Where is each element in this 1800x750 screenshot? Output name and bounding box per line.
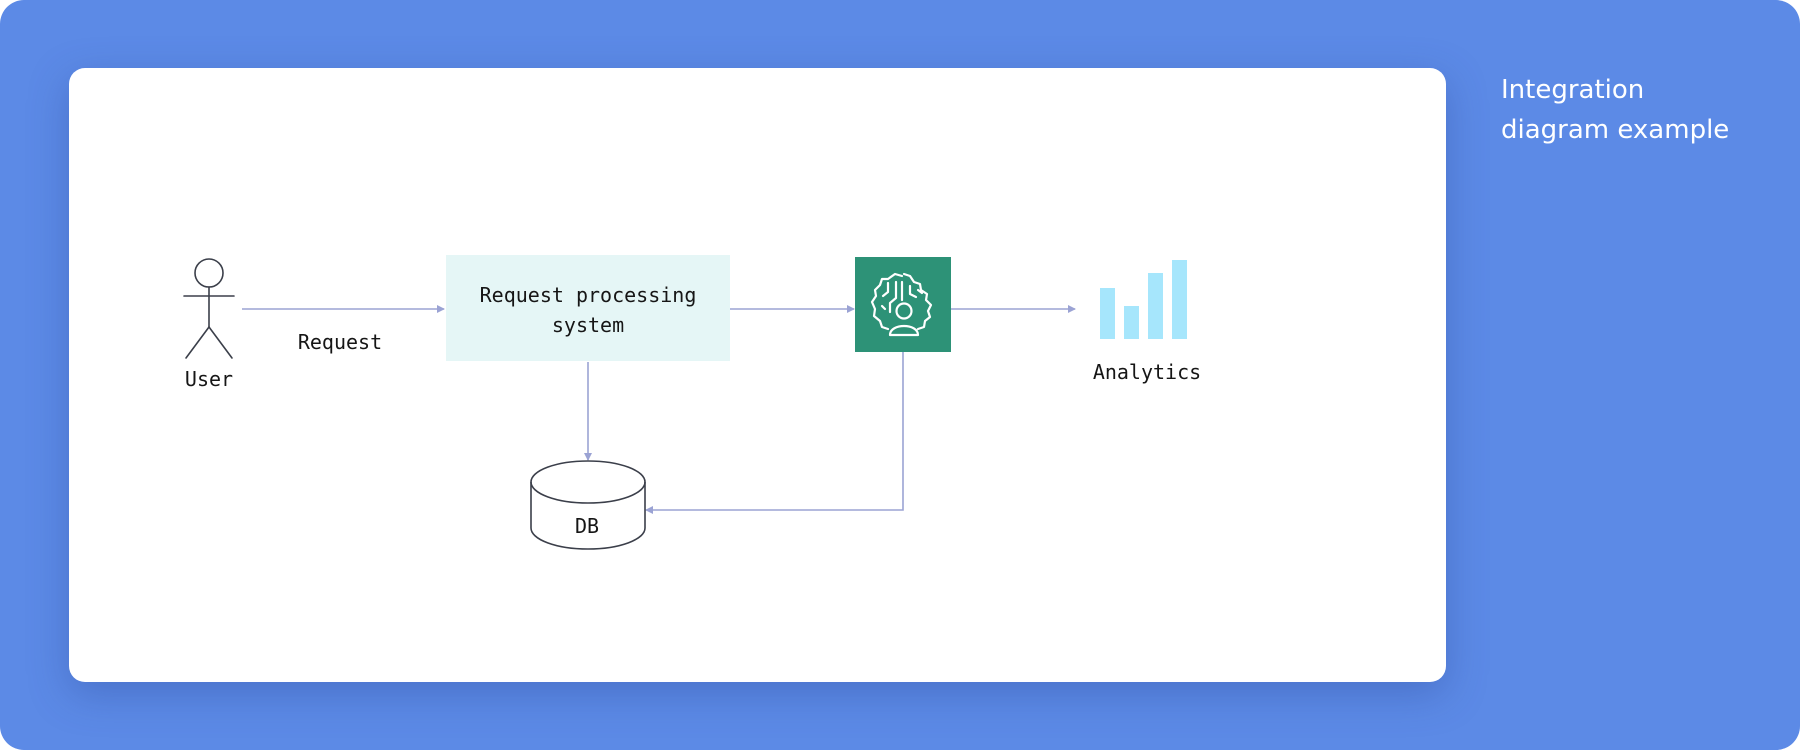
user-actor-icon [183,258,235,359]
bar-chart-icon [1100,260,1187,339]
db-label: DB [575,514,599,538]
request-processing-label-line1: Request processing [480,283,697,307]
brain-gear-person-icon [870,272,933,337]
request-processing-label-line2: system [552,313,624,337]
edge-label-request: Request [298,330,382,354]
request-processing-box [446,255,730,361]
analytics-label: Analytics [1093,360,1201,384]
diagram-canvas [69,68,1446,682]
database-cylinder-icon [530,460,646,550]
diagram-title-line2: diagram example [1501,115,1730,145]
diagram-title: Integration diagram example [1501,70,1781,150]
diagram-title-line1: Integration [1501,75,1645,105]
user-label: User [185,367,233,391]
edge-ai-to-db [645,352,904,514]
